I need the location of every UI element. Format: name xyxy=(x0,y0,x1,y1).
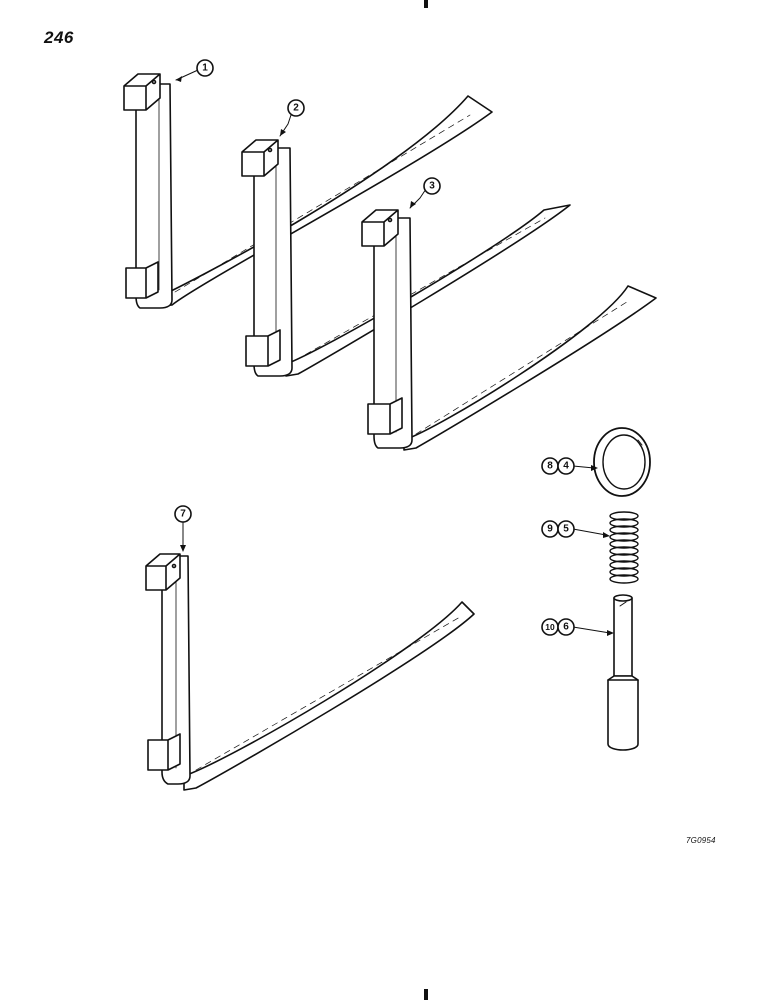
callout-8-label: 8 xyxy=(547,461,553,472)
retaining-ring xyxy=(593,427,651,497)
callout-4: 4 xyxy=(557,457,575,475)
fork-1 xyxy=(123,73,493,309)
callout-1: 1 xyxy=(196,59,214,77)
fork-3 xyxy=(361,209,657,451)
callout-1-label: 1 xyxy=(202,63,208,74)
callouts: 1 2 3 7 8 4 9 5 xyxy=(174,59,575,636)
spring xyxy=(609,511,639,584)
leader-lines xyxy=(175,69,614,636)
figure-code: 7G0954 xyxy=(686,836,716,845)
callout-5-label: 5 xyxy=(563,524,569,535)
pin xyxy=(607,594,639,751)
fork-7-lower-hook xyxy=(147,733,181,771)
fork-3-shank xyxy=(373,217,413,449)
bottom-margin-mark xyxy=(424,989,428,1000)
callout-7: 7 xyxy=(174,505,192,523)
callout-2-label: 2 xyxy=(293,103,299,114)
fork-2-shank xyxy=(253,147,293,377)
callout-4-label: 4 xyxy=(563,461,569,472)
fork-3-lower-hook xyxy=(367,397,403,435)
fork-7-tine xyxy=(183,601,475,791)
callout-2: 2 xyxy=(287,99,305,117)
callout-5: 5 xyxy=(557,520,575,538)
callout-6: 6 xyxy=(557,618,575,636)
fork-7-upper-hook xyxy=(145,553,181,591)
fork-2 xyxy=(241,139,571,377)
fork-2-lower-hook xyxy=(245,329,281,367)
callout-8: 8 xyxy=(541,457,559,475)
callout-10: 10 xyxy=(541,618,559,636)
callout-9-label: 9 xyxy=(547,524,553,535)
callout-9: 9 xyxy=(541,520,559,538)
top-margin-mark xyxy=(424,0,428,8)
callout-3: 3 xyxy=(423,177,441,195)
callout-10-label: 10 xyxy=(545,622,555,632)
callout-7-label: 7 xyxy=(180,509,186,520)
callout-6-label: 6 xyxy=(563,622,569,633)
page-number: 246 xyxy=(44,28,74,47)
fork-7 xyxy=(145,553,475,791)
fork-1-upper-hook xyxy=(123,73,161,111)
fork-3-tine xyxy=(403,285,657,451)
fork-1-shank xyxy=(135,83,173,309)
fork-1-lower-hook xyxy=(125,261,159,299)
fork-2-tine xyxy=(285,204,571,377)
fork-1-tine xyxy=(159,95,493,307)
callout-3-label: 3 xyxy=(429,181,435,192)
